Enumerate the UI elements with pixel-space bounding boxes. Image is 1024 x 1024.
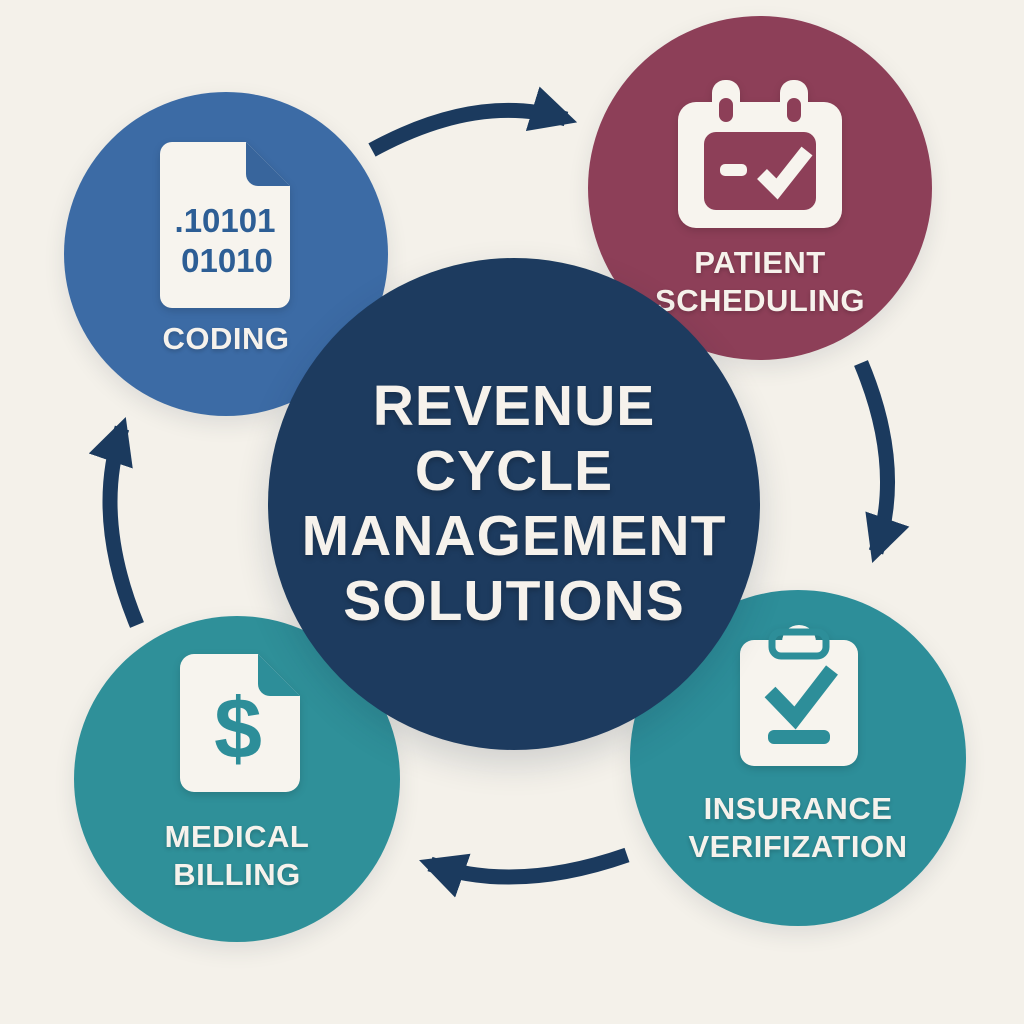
node-label-patient-scheduling: PATIENT SCHEDULING xyxy=(655,245,865,318)
node-label-insurance-verification: INSURANCE VERIFIZATION xyxy=(688,791,908,864)
binary-line-2: 01010 xyxy=(181,242,273,279)
center-node: REVENUE CYCLE MANAGEMENT SOLUTIONS xyxy=(268,258,760,750)
binary-line-1: .10101 xyxy=(175,202,276,239)
dollar-sign: $ xyxy=(214,681,262,777)
center-title: REVENUE CYCLE MANAGEMENT SOLUTIONS xyxy=(301,374,727,633)
dollar-document-icon: $ xyxy=(180,654,300,792)
calendar-check-icon xyxy=(678,80,842,228)
node-label-medical-billing: MEDICAL BILLING xyxy=(164,819,310,892)
arrow-coding-to-scheduling xyxy=(368,86,578,157)
clipboard-check-icon xyxy=(740,625,858,766)
arrow-scheduling-to-insurance xyxy=(854,360,910,563)
arrow-insurance-to-billing xyxy=(419,847,630,898)
node-label-coding: CODING xyxy=(162,321,290,356)
node-coding: .10101 01010 CODING xyxy=(64,92,388,416)
binary-document-icon: .10101 01010 xyxy=(160,142,290,308)
arrow-billing-to-coding xyxy=(88,416,144,628)
node-patient-scheduling: PATIENT SCHEDULING xyxy=(588,16,932,360)
